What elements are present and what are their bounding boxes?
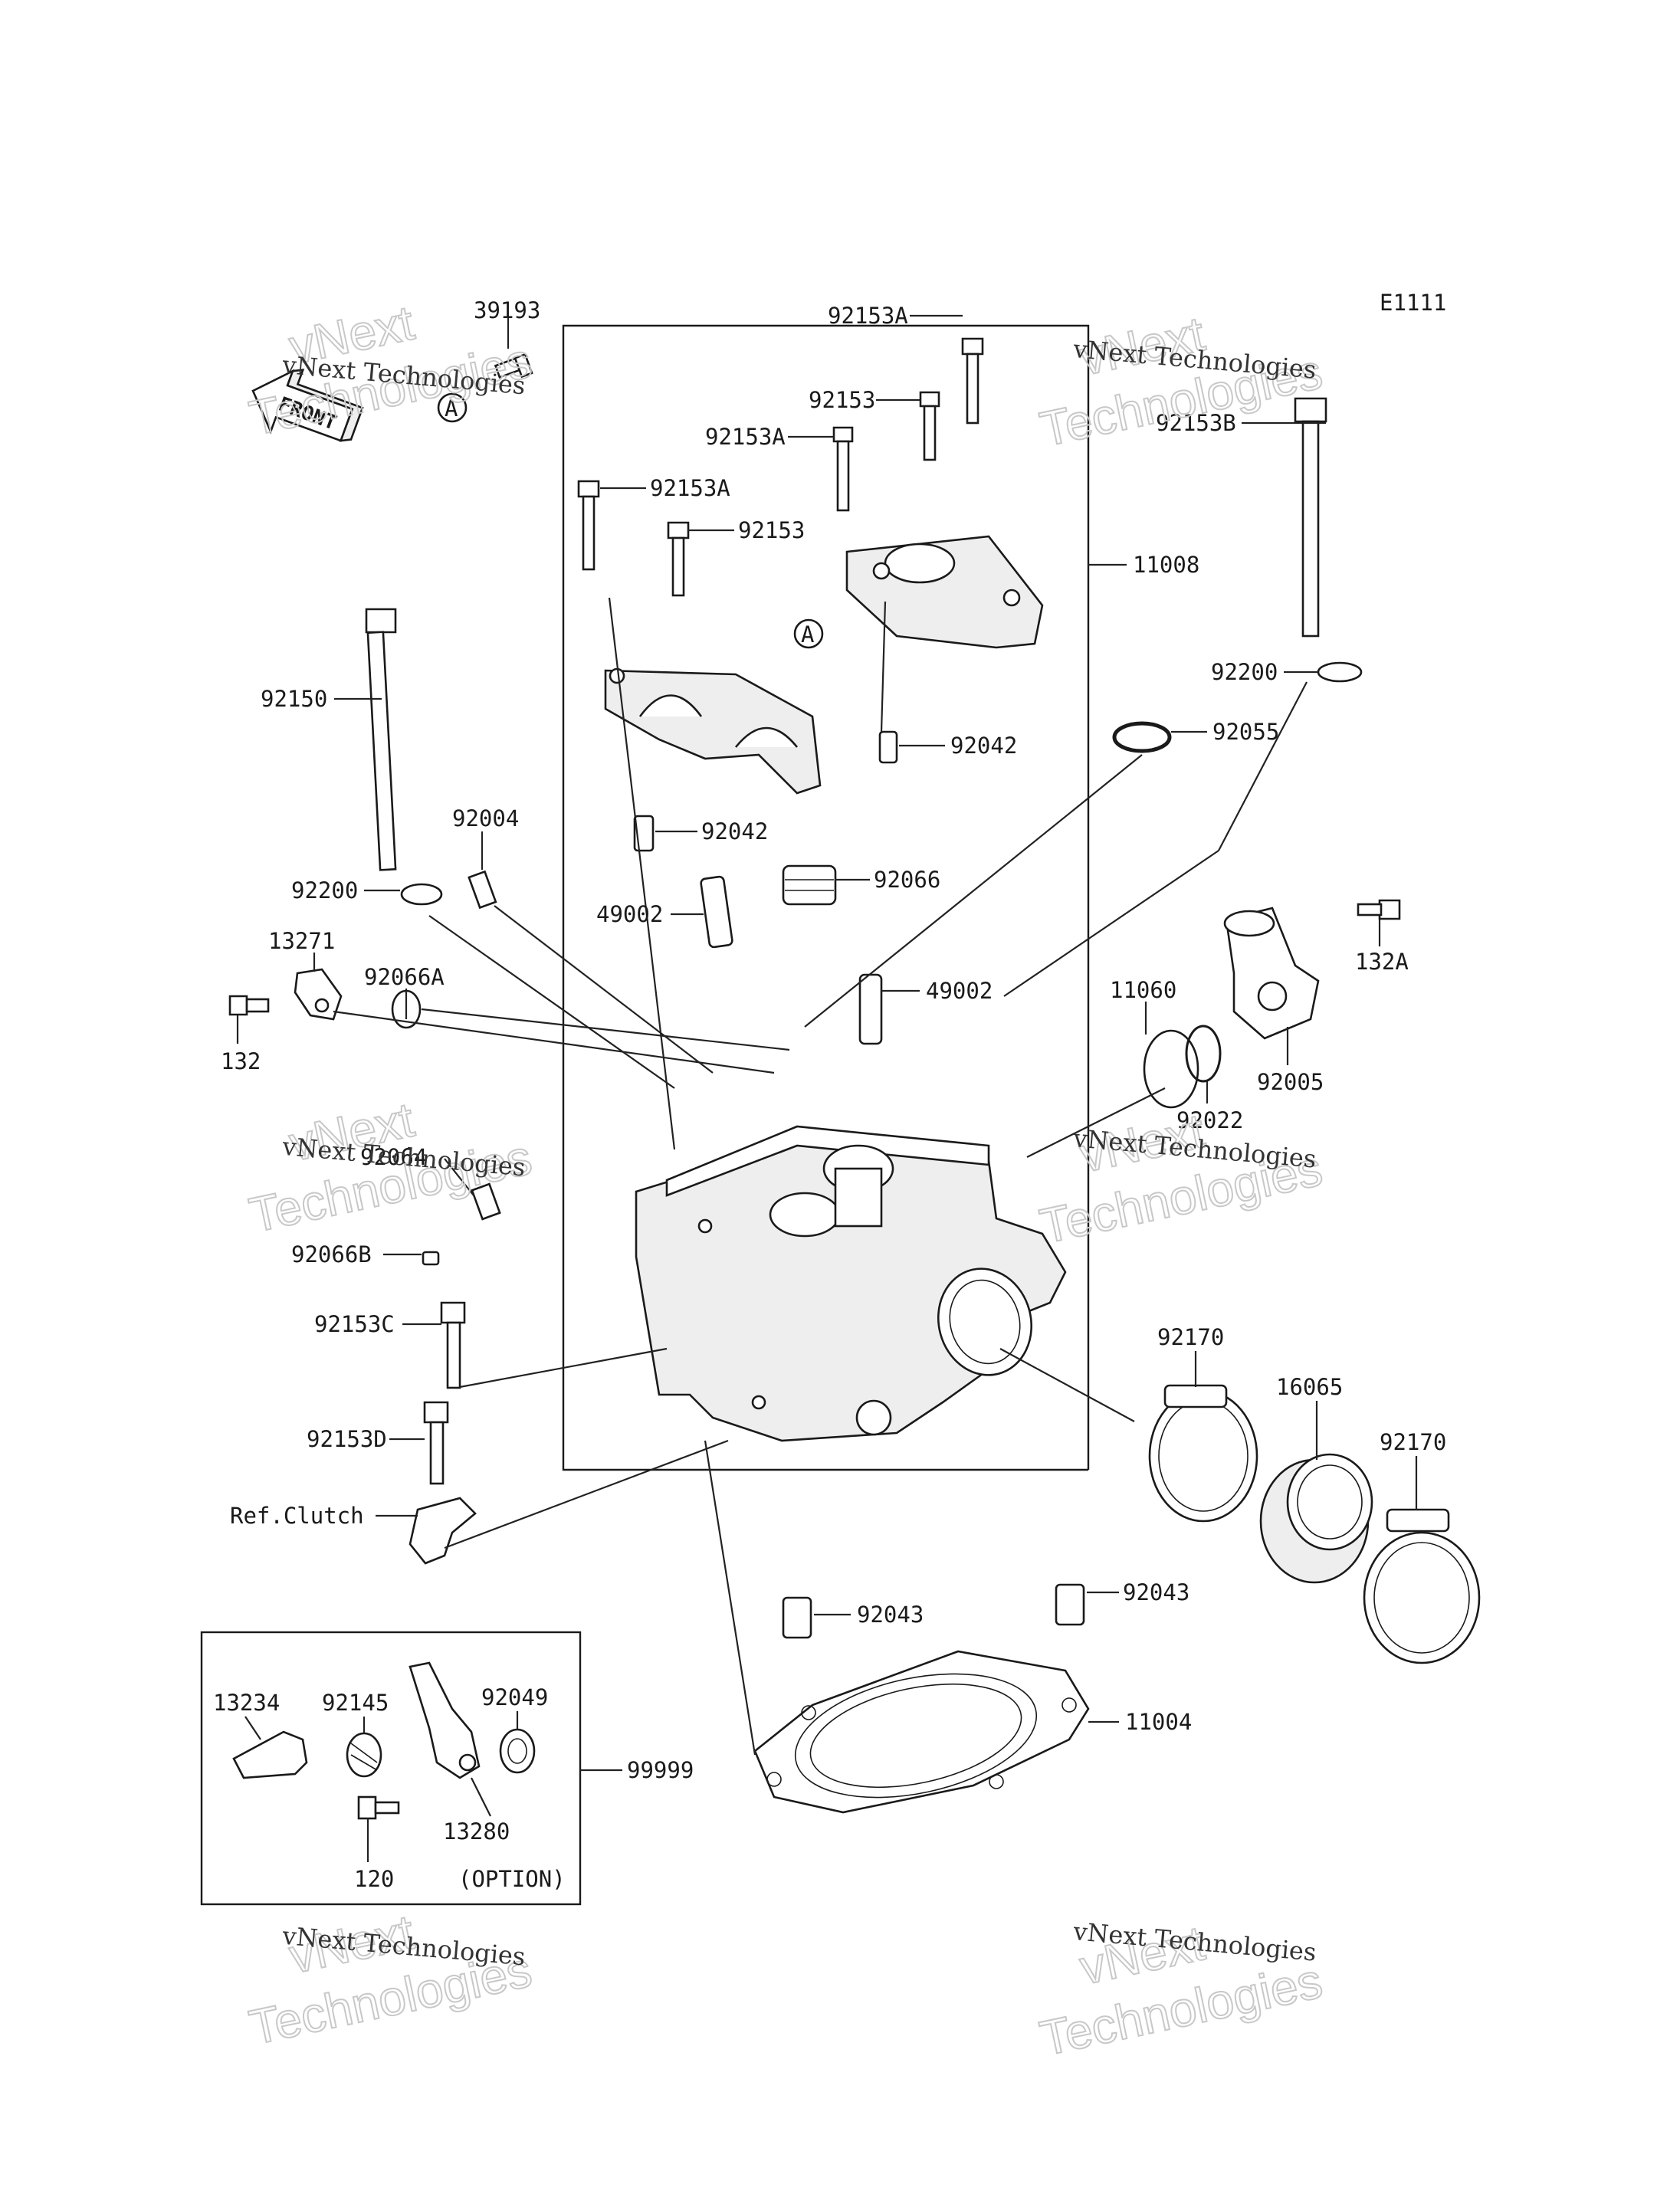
washer-92200-1-icon (1317, 661, 1363, 683)
label-49002-2: 49002 (926, 978, 993, 1004)
label-92043-1: 92043 (857, 1602, 924, 1628)
label-11060: 11060 (1110, 977, 1176, 1003)
bolt-132-icon (228, 995, 270, 1016)
option-box-99999 (200, 1631, 582, 1906)
valve-guide-49002-1-icon (700, 875, 733, 949)
bolt-92153-1-icon (919, 391, 940, 461)
seal-92049-icon (499, 1728, 536, 1774)
seal-11060-icon (1143, 1029, 1199, 1109)
label-92170-2: 92170 (1380, 1429, 1446, 1455)
watermark-bottom-right: vNext Technologies (1035, 1914, 1327, 2067)
label-92153-1: 92153 (809, 387, 875, 413)
label-92153C: 92153C (314, 1311, 395, 1337)
label-92042-1: 92042 (950, 733, 1017, 759)
leader-lines (236, 314, 1418, 1862)
label-99999: 99999 (627, 1757, 694, 1783)
label-ref-clutch: Ref.Clutch (230, 1503, 364, 1529)
valve-guide-49002-2-icon (858, 973, 883, 1045)
dowel-92042-2-icon (633, 815, 655, 852)
bolt-39193-icon (494, 316, 533, 379)
label-132A: 132A (1355, 949, 1409, 975)
label-92153D: 92153D (307, 1426, 387, 1452)
bolt-92150-icon (365, 608, 397, 871)
option-label: (OPTION) (458, 1866, 566, 1892)
label-92055: 92055 (1212, 719, 1279, 745)
callout-a-cap: A (801, 621, 814, 648)
clamp-92170-2-icon (1363, 1508, 1481, 1664)
label-39193: 39193 (474, 297, 540, 323)
label-92005: 92005 (1257, 1069, 1324, 1095)
callout-a-cap-icon (793, 618, 824, 649)
bolt-92153D-icon (423, 1401, 449, 1485)
dowel-92042-1-icon (878, 730, 898, 764)
watermark-bottom-left: vNext Technologies (244, 1904, 536, 2056)
washer-92200-2-icon (400, 883, 443, 906)
bolt-92153-2-icon (667, 521, 690, 597)
spring-92145-icon (346, 1732, 382, 1778)
callout-a-top: A (445, 395, 458, 421)
label-11004: 11004 (1125, 1709, 1192, 1735)
dowel-92043-1-icon (782, 1596, 812, 1639)
label-92022: 92022 (1176, 1107, 1243, 1133)
label-92145: 92145 (322, 1690, 389, 1716)
ref-clutch-bracket-icon (409, 1497, 477, 1565)
label-92153A-1: 92153A (828, 303, 908, 329)
bolt-92153C-icon (440, 1301, 466, 1389)
bolt-92153B-icon (1294, 397, 1327, 638)
label-132: 132 (221, 1048, 261, 1074)
o-ring-92022-icon (1185, 1025, 1222, 1083)
assembly-box-11008 (562, 324, 1090, 1471)
label-16065: 16065 (1276, 1374, 1343, 1400)
label-120: 120 (354, 1866, 394, 1892)
label-92004: 92004 (452, 805, 519, 831)
label-92042-2: 92042 (701, 818, 768, 844)
water-outlet-92005-icon (1223, 907, 1320, 1040)
label-92049: 92049 (481, 1684, 548, 1710)
label-92153A-2: 92153A (705, 424, 786, 450)
bolt-132A-icon (1357, 899, 1401, 920)
label-92153B: 92153B (1156, 410, 1236, 436)
label-92064: 92064 (360, 1144, 427, 1170)
label-92150: 92150 (261, 686, 327, 712)
plug-92066-icon (782, 864, 837, 906)
cylinder-head-icon (635, 1125, 1067, 1442)
bolt-92153A-2-icon (832, 426, 854, 512)
label-13234: 13234 (213, 1690, 280, 1716)
sensor-13234-icon (232, 1730, 308, 1779)
label-92170-1: 92170 (1157, 1324, 1224, 1350)
bolt-92153A-1-icon (961, 337, 984, 425)
stud-92064-icon (471, 1182, 501, 1221)
label-13271: 13271 (268, 928, 335, 954)
label-49002-1: 49002 (596, 901, 663, 927)
o-ring-92055-icon (1112, 721, 1172, 753)
label-92200-1: 92200 (1211, 659, 1278, 685)
stud-92004-icon (468, 870, 497, 910)
intake-joint-16065-icon (1259, 1453, 1373, 1584)
label-92066B: 92066B (291, 1241, 372, 1267)
label-92043-2: 92043 (1123, 1579, 1189, 1605)
clamp-92170-1-icon (1148, 1384, 1258, 1523)
bracket-13271-icon (294, 968, 343, 1021)
label-92200-2: 92200 (291, 877, 358, 903)
camshaft-cap-left-icon (604, 667, 822, 795)
camshaft-cap-right-icon (845, 535, 1044, 649)
label-13280: 13280 (443, 1818, 510, 1844)
lever-13280-icon (409, 1661, 481, 1779)
diagram-code: E1111 (1380, 290, 1446, 316)
label-92066: 92066 (874, 867, 940, 893)
label-92153A-3: 92153A (650, 475, 730, 501)
bolt-92153A-3-icon (577, 480, 600, 571)
label-11008: 11008 (1133, 552, 1199, 578)
bolt-120-icon (357, 1795, 400, 1820)
head-gasket-11004-icon (753, 1650, 1090, 1814)
dowel-92043-2-icon (1055, 1583, 1085, 1626)
callout-a-top-icon (437, 392, 468, 423)
label-92066A: 92066A (364, 964, 445, 990)
plug-92066B-icon (422, 1251, 440, 1266)
label-92153-2: 92153 (738, 517, 805, 543)
